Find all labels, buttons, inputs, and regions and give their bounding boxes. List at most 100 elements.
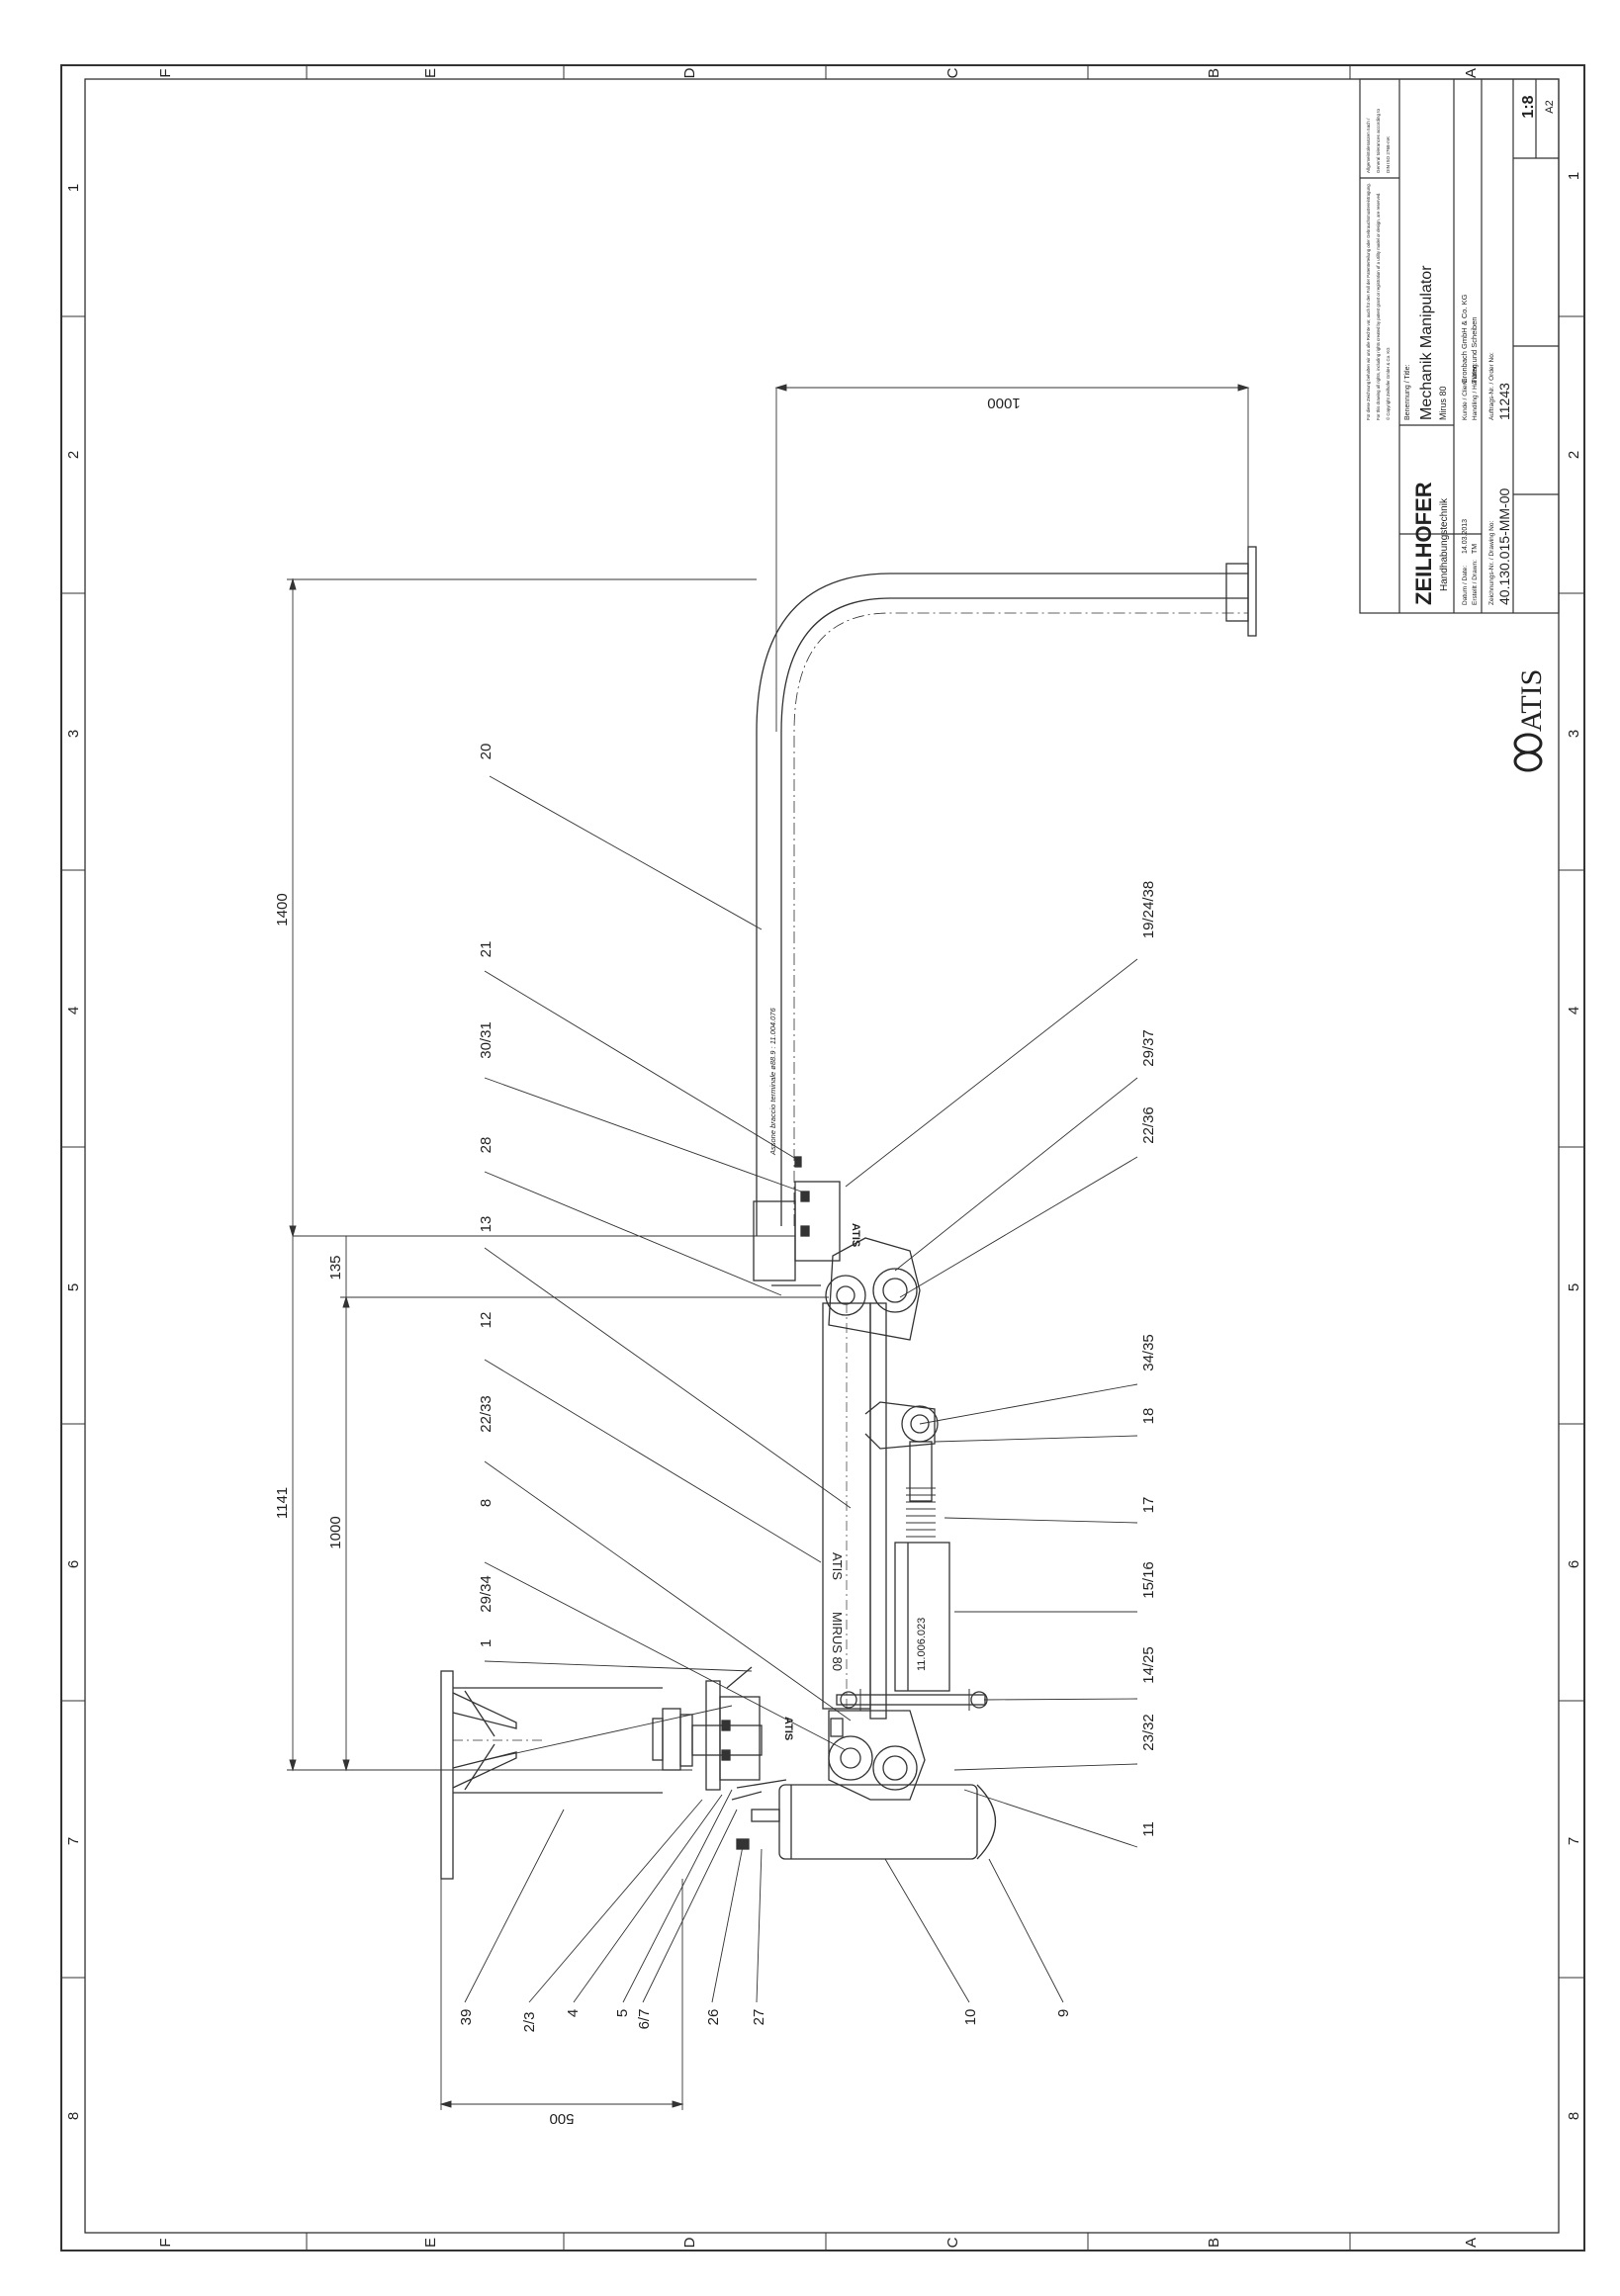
dim-1400: 1400 — [274, 893, 291, 926]
callout-14-25: 14/25 — [1140, 1646, 1157, 1684]
frame-letter: B — [1206, 2238, 1222, 2248]
frame-number: 8 — [65, 2112, 82, 2120]
lower-joint-brand: ATIS — [782, 1717, 794, 1740]
cylinder-part-number: 11.006.023 — [916, 1618, 928, 1671]
upper-joint-brand: ATIS — [850, 1223, 861, 1247]
callout-13: 13 — [478, 1216, 495, 1233]
frame-letter: A — [1463, 2238, 1480, 2248]
callout-22-33: 22/33 — [478, 1395, 495, 1433]
legal-note-en: For this drawing all rights, including r… — [1376, 193, 1381, 420]
title-block: Für diese Zeichnung behalten wir uns all… — [1359, 78, 1560, 614]
drawn-label: Erstellt / Drawn: — [1472, 560, 1479, 605]
frame-number: 6 — [65, 1560, 82, 1568]
dimension-lines — [287, 384, 1250, 2110]
frame-number: 7 — [1566, 1837, 1582, 1845]
item-callouts-right: 19/24/38 29/37 22/36 34/35 18 17 15/16 1… — [1140, 881, 1157, 1837]
drawing-number-value: 40.130.015-MM-00 — [1496, 487, 1512, 605]
frame-number: 5 — [1566, 1283, 1582, 1291]
date-value: 14.03.2013 — [1462, 519, 1469, 554]
callout-27: 27 — [751, 2009, 767, 2026]
atis-logo-text: ATIS — [1515, 669, 1548, 732]
dim-135: 135 — [327, 1255, 344, 1280]
vacuum-tank — [731, 1779, 997, 1860]
gas-spring-assembly — [836, 1302, 988, 1720]
company-name: ZEILHOFER — [1411, 482, 1436, 605]
callout-26: 26 — [705, 2009, 722, 2026]
atis-logo: ATIS — [1513, 669, 1548, 772]
callout-10: 10 — [962, 2009, 979, 2026]
frame-letter: D — [681, 2237, 698, 2248]
callout-9: 9 — [1055, 2009, 1072, 2017]
frame-letters-top: F E D C B A — [157, 67, 1480, 78]
callout-30-31: 30/31 — [478, 1021, 495, 1059]
handling-value: Türen und Scheiben — [1470, 316, 1479, 384]
frame-letter: A — [1463, 68, 1480, 78]
frame-letter: C — [945, 67, 961, 78]
frame-number: 5 — [65, 1283, 82, 1291]
callout-8: 8 — [478, 1499, 495, 1507]
base-turret — [691, 1666, 763, 1791]
frame-number: 8 — [1566, 2112, 1582, 2120]
frame-letter: D — [681, 67, 698, 78]
frame-number: 4 — [65, 1007, 82, 1015]
callout-6-7: 6/7 — [636, 2009, 653, 2030]
callout-2-3: 2/3 — [521, 2012, 538, 2033]
drawing-number-label: Zeichnungs-Nr. / Drawing No: — [1488, 521, 1495, 605]
date-label: Datum / Date: — [1462, 566, 1469, 605]
handling-label: Handling / Handling: — [1472, 362, 1479, 420]
order-number-label: Auftrags-Nr. / Order No: — [1488, 352, 1495, 420]
callout-19-24-38: 19/24/38 — [1140, 881, 1157, 938]
company-subtitle: Handhabungstechnik — [1439, 497, 1450, 591]
callout-12: 12 — [478, 1312, 495, 1329]
frame-letter: F — [157, 2238, 174, 2247]
scale-value: 1:8 — [1520, 95, 1537, 118]
callout-4: 4 — [565, 2009, 582, 2017]
item-callouts-left: 20 21 30/31 28 13 12 22/33 8 29/34 1 — [478, 744, 495, 1648]
callout-5: 5 — [614, 2009, 631, 2017]
client-label: Kunde / Client: — [1462, 378, 1469, 420]
tolerances-label-de: Allgemeintoleranzen nach / — [1366, 118, 1371, 173]
frame-letters-bottom: F E D C B A — [157, 2237, 1480, 2248]
order-number-value: 11243 — [1496, 383, 1512, 420]
callout-20: 20 — [478, 744, 495, 760]
callout-39: 39 — [458, 2009, 475, 2026]
callout-1: 1 — [478, 1639, 495, 1647]
frame-number: 2 — [65, 451, 82, 459]
callout-21: 21 — [478, 941, 495, 958]
callout-22-36: 22/36 — [1140, 1106, 1157, 1144]
upper-arm-part-text: Assone braccio terminale ø88.9 : 11.004.… — [768, 1007, 777, 1156]
tolerances-label-en: General tolerances according to — [1376, 108, 1381, 173]
callout-18: 18 — [1140, 1408, 1157, 1425]
frame-numbers-right: 1 2 3 4 5 6 7 8 — [1566, 172, 1582, 2120]
frame-letter: B — [1206, 68, 1222, 78]
arm-model-label: MIRUS 80 — [830, 1612, 845, 1671]
callout-28: 28 — [478, 1137, 495, 1154]
item-callouts-bottom: 39 2/3 4 5 6/7 26 27 10 9 — [458, 2009, 1072, 2033]
frame-number: 4 — [1566, 1007, 1582, 1015]
tolerances-standard: DIN ISO 2768-mK — [1386, 135, 1391, 173]
title-label: Benennung / Title: — [1404, 365, 1411, 420]
frame-number: 6 — [1566, 1560, 1582, 1568]
upper-arm — [753, 546, 1257, 1286]
sheet-format: A2 — [1544, 100, 1556, 113]
copyright-note: © Copyright Zeilhofer GmbH & Co. KG — [1386, 347, 1391, 420]
drawing-frame — [60, 64, 1585, 2252]
frame-number: 1 — [1566, 172, 1582, 180]
title-subtitle: Mirus 80 — [1438, 386, 1448, 420]
callout-29-34: 29/34 — [478, 1575, 495, 1613]
dim-1000-mid: 1000 — [327, 1516, 344, 1548]
frame-letter: E — [422, 68, 439, 78]
callout-34-35: 34/35 — [1140, 1334, 1157, 1371]
frame-letter: C — [945, 2237, 961, 2248]
dim-1000-top: 1000 — [987, 395, 1020, 411]
frame-number: 2 — [1566, 451, 1582, 459]
lower-arm — [822, 1237, 926, 1801]
drawn-value: TM — [1472, 544, 1479, 554]
arm-brand-label: ATIS — [830, 1552, 845, 1580]
client-value: Gronbach GmbH & Co. KG — [1460, 294, 1469, 384]
callout-17: 17 — [1140, 1497, 1157, 1514]
frame-number: 1 — [65, 184, 82, 192]
dim-500: 500 — [549, 2110, 574, 2127]
dim-1141: 1141 — [274, 1487, 291, 1519]
